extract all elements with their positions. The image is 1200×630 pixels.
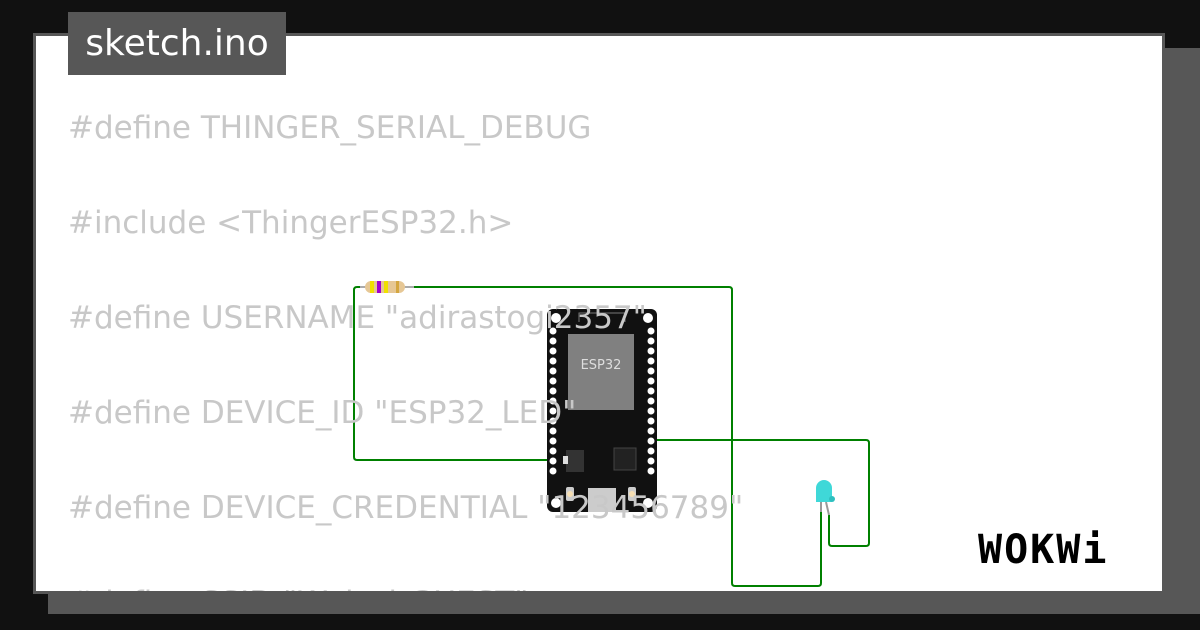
board-pins (549, 327, 655, 475)
board-pin[interactable] (647, 397, 655, 405)
esp32-board[interactable]: ESP32 (547, 309, 657, 512)
board-pin[interactable] (549, 337, 557, 345)
board-pin[interactable] (647, 377, 655, 385)
board-label: ESP32 (581, 358, 622, 373)
board-pin[interactable] (549, 327, 557, 335)
wokwi-logo: WOKWi (978, 527, 1109, 573)
board-pin[interactable] (647, 327, 655, 335)
board-pin[interactable] (549, 437, 557, 445)
board-pin[interactable] (549, 407, 557, 415)
board-pin[interactable] (549, 447, 557, 455)
wire-esp-to-led (651, 439, 870, 547)
wire-resistor-to-esp (353, 286, 553, 461)
board-pin[interactable] (549, 377, 557, 385)
wires (353, 286, 870, 587)
board-pin[interactable] (647, 417, 655, 425)
board-pin[interactable] (647, 437, 655, 445)
resistor[interactable] (360, 281, 414, 293)
board-pin[interactable] (549, 427, 557, 435)
board-pin[interactable] (647, 407, 655, 415)
board-pin[interactable] (647, 347, 655, 355)
board-pin[interactable] (549, 467, 557, 475)
board-pin[interactable] (549, 417, 557, 425)
board-pin[interactable] (647, 467, 655, 475)
board-pin[interactable] (549, 387, 557, 395)
board-pin[interactable] (549, 347, 557, 355)
board-pin[interactable] (647, 337, 655, 345)
board-pin[interactable] (549, 367, 557, 375)
board-pin[interactable] (647, 387, 655, 395)
wire-resistor-to-led (405, 286, 822, 587)
board-pin[interactable] (549, 357, 557, 365)
board-pin[interactable] (647, 457, 655, 465)
board-pin[interactable] (647, 447, 655, 455)
board-pin[interactable] (549, 397, 557, 405)
file-title: sketch.ino (68, 12, 286, 75)
board-pin[interactable] (549, 457, 557, 465)
board-pin[interactable] (647, 427, 655, 435)
led[interactable] (816, 480, 835, 516)
board-pin[interactable] (647, 357, 655, 365)
board-pin[interactable] (647, 367, 655, 375)
